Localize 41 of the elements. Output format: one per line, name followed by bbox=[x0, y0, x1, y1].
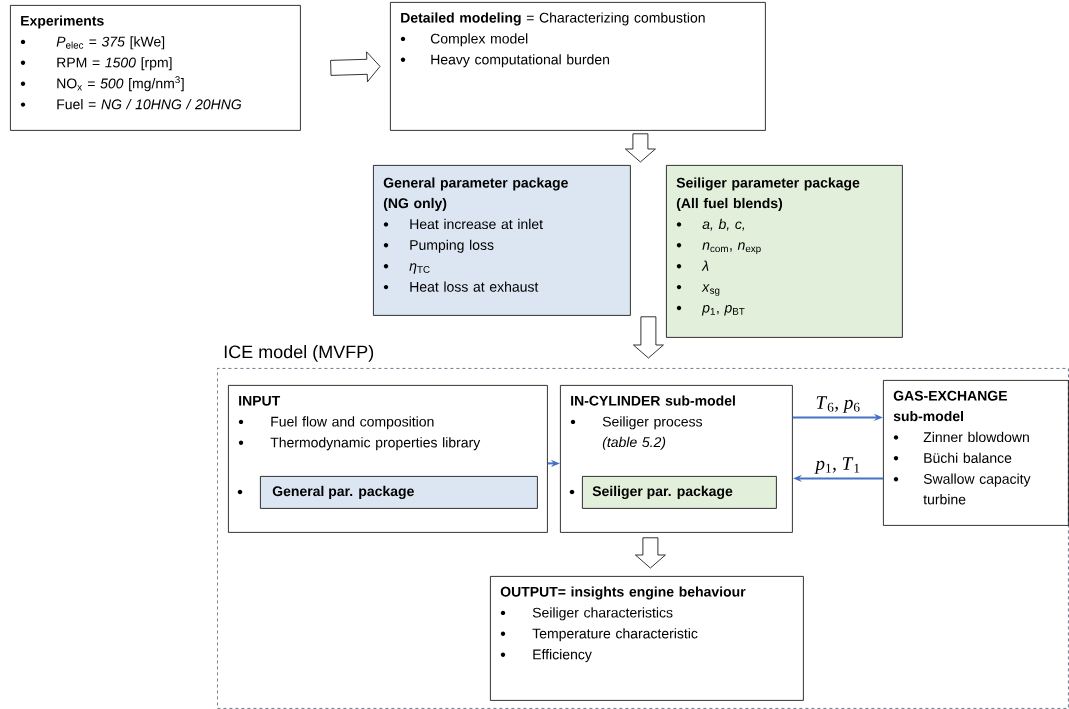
bullet-item: Seiliger process (table 5.2) bbox=[570, 416, 703, 450]
box-heading: Detailed modeling = Characterizing combustion bbox=[401, 12, 705, 26]
block-arrow bbox=[330, 51, 381, 83]
block-arrow bbox=[635, 537, 666, 569]
box-heading: GAS-EXCHANGE sub-model bbox=[893, 390, 1007, 422]
bullet-item: Seiliger characteristics bbox=[500, 607, 673, 621]
box-heading: INPUT bbox=[239, 395, 281, 406]
bullet-item: Heavy computational burden bbox=[400, 54, 610, 68]
edge-label: T$_{6}$, p$_{6}$ bbox=[814, 395, 862, 414]
bullet-item: P$_{elec}$ = 375 [kWe] bbox=[20, 36, 165, 50]
box-heading: IN-CYLINDER sub-model bbox=[571, 395, 735, 406]
bullet-item: Fuel flow and composition bbox=[238, 416, 434, 430]
bullet-item: λ bbox=[676, 260, 709, 271]
block-arrow bbox=[625, 133, 656, 163]
block-arrow bbox=[633, 316, 664, 359]
box-heading: General parameter package (NG only) bbox=[383, 177, 568, 211]
box-heading: OUTPUT= insights engine behaviour bbox=[500, 586, 746, 600]
bullet-item: Fuel = NG / 10HNG / 20HNG bbox=[20, 99, 242, 110]
bullet-item: Temperature characteristic bbox=[500, 628, 698, 642]
bullet-item: Thermodynamic properties library bbox=[238, 437, 481, 451]
bullet-item: Büchi balance bbox=[893, 452, 1012, 463]
bullet-item: Swallow capacity turbine bbox=[893, 473, 1031, 505]
package-label: Seiliger par. package bbox=[592, 485, 733, 499]
bullet-item: Pumping loss bbox=[383, 239, 494, 253]
bullet-item: Complex model bbox=[400, 33, 528, 47]
edge-label: p$_{1}$, T$_{1}$ bbox=[814, 456, 862, 475]
bullet-item: Heat loss at exhaust bbox=[383, 281, 539, 292]
bullet-item: Efficiency bbox=[500, 649, 592, 663]
bullet-item: RPM = 1500 [rpm] bbox=[20, 57, 172, 71]
bullet-item: η$_{TC}$ bbox=[383, 263, 430, 274]
bullet-item: p$_{1}$, p$_{BT}$ bbox=[676, 305, 745, 316]
box-heading: Experiments bbox=[21, 15, 104, 29]
bullet-item: Heat increase at inlet bbox=[383, 218, 543, 230]
bullet-item: NO$_{x}$ = 500 [mg/nm$^{3}$] bbox=[20, 76, 184, 92]
box-heading: Seiliger parameter package (All fuel blends) bbox=[676, 177, 860, 211]
section-title: ICE model (MVFP) bbox=[224, 345, 374, 362]
bullet-item: Zinner blowdown bbox=[893, 431, 1029, 443]
package-label: General par. package bbox=[272, 485, 414, 499]
bullet-item: n$_{com}$, n$_{exp}$ bbox=[676, 242, 761, 255]
bullet-item: a, b, c, bbox=[676, 218, 745, 231]
bullet-item: x$_{sg}$ bbox=[676, 284, 720, 296]
